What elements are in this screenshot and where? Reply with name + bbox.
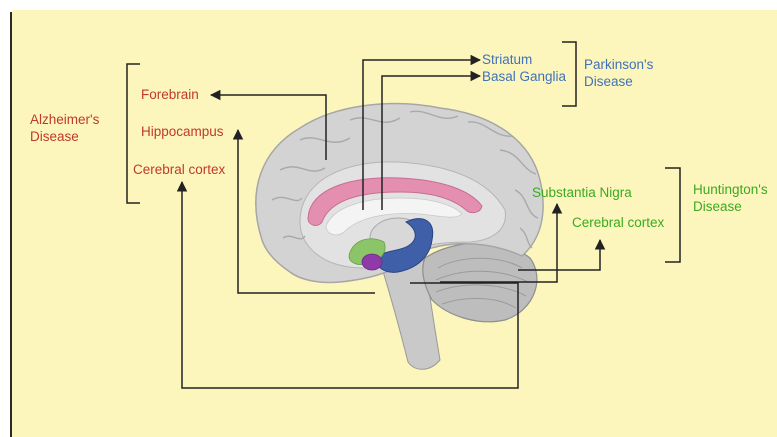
parkinsons-label-line2: Disease xyxy=(584,74,633,90)
substantia-nigra-label: Substantia Nigra xyxy=(532,185,632,201)
striatum-label: Striatum xyxy=(482,52,532,68)
huntingtons-bracket xyxy=(665,168,680,262)
basal-ganglia-label: Basal Ganglia xyxy=(482,69,566,85)
brain-illustration xyxy=(256,104,543,370)
forebrain-label: Forebrain xyxy=(141,87,199,103)
alzheimers-label-line2: Disease xyxy=(30,129,79,145)
cerebral-cortex-left-label: Cerebral cortex xyxy=(133,162,225,178)
basal-structure xyxy=(362,254,382,270)
parkinsons-label-line1: Parkinson's xyxy=(584,57,653,73)
hippocampus-label: Hippocampus xyxy=(141,124,224,140)
cerebral-cortex-right-label: Cerebral cortex xyxy=(572,215,664,231)
huntingtons-label-line2: Disease xyxy=(693,199,742,215)
alzheimers-label-line1: Alzheimer's xyxy=(30,112,99,128)
alzheimers-bracket xyxy=(127,64,140,203)
huntingtons-label-line1: Huntington's xyxy=(693,182,768,198)
